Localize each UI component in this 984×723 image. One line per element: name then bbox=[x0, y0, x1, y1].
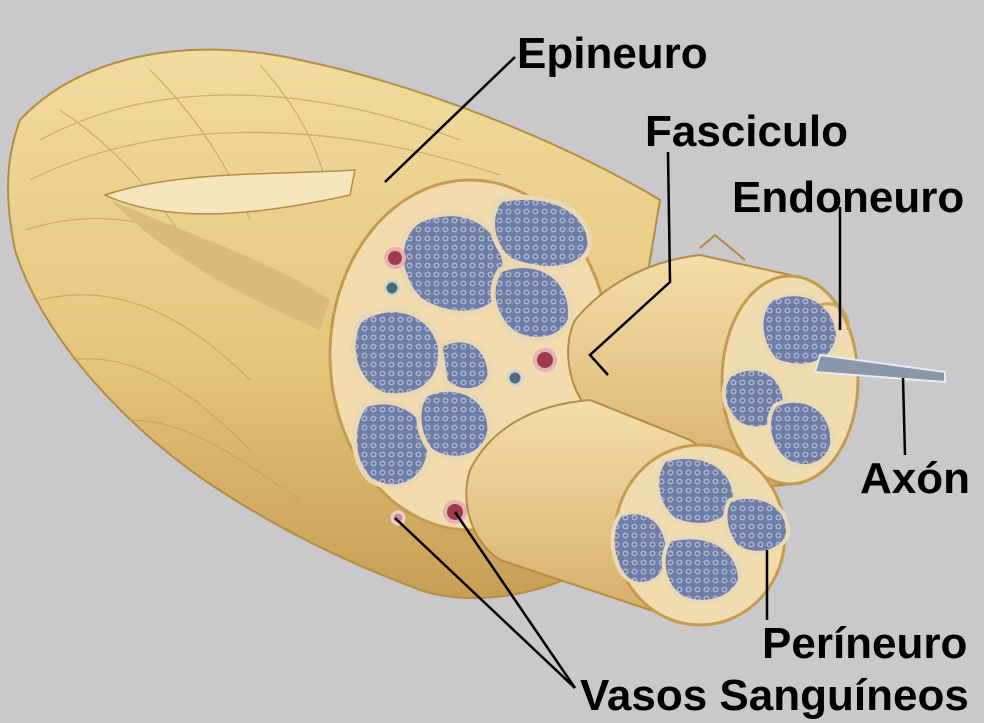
label-axon: Axón bbox=[860, 457, 970, 501]
label-fasciculo: Fasciculo bbox=[645, 110, 848, 154]
label-endoneuro: Endoneuro bbox=[732, 176, 964, 220]
label-vasos-sanguineos: Vasos Sanguíneos bbox=[580, 674, 969, 718]
label-perineuro: Períneuro bbox=[762, 622, 967, 666]
label-epineuro: Epineuro bbox=[517, 32, 708, 76]
